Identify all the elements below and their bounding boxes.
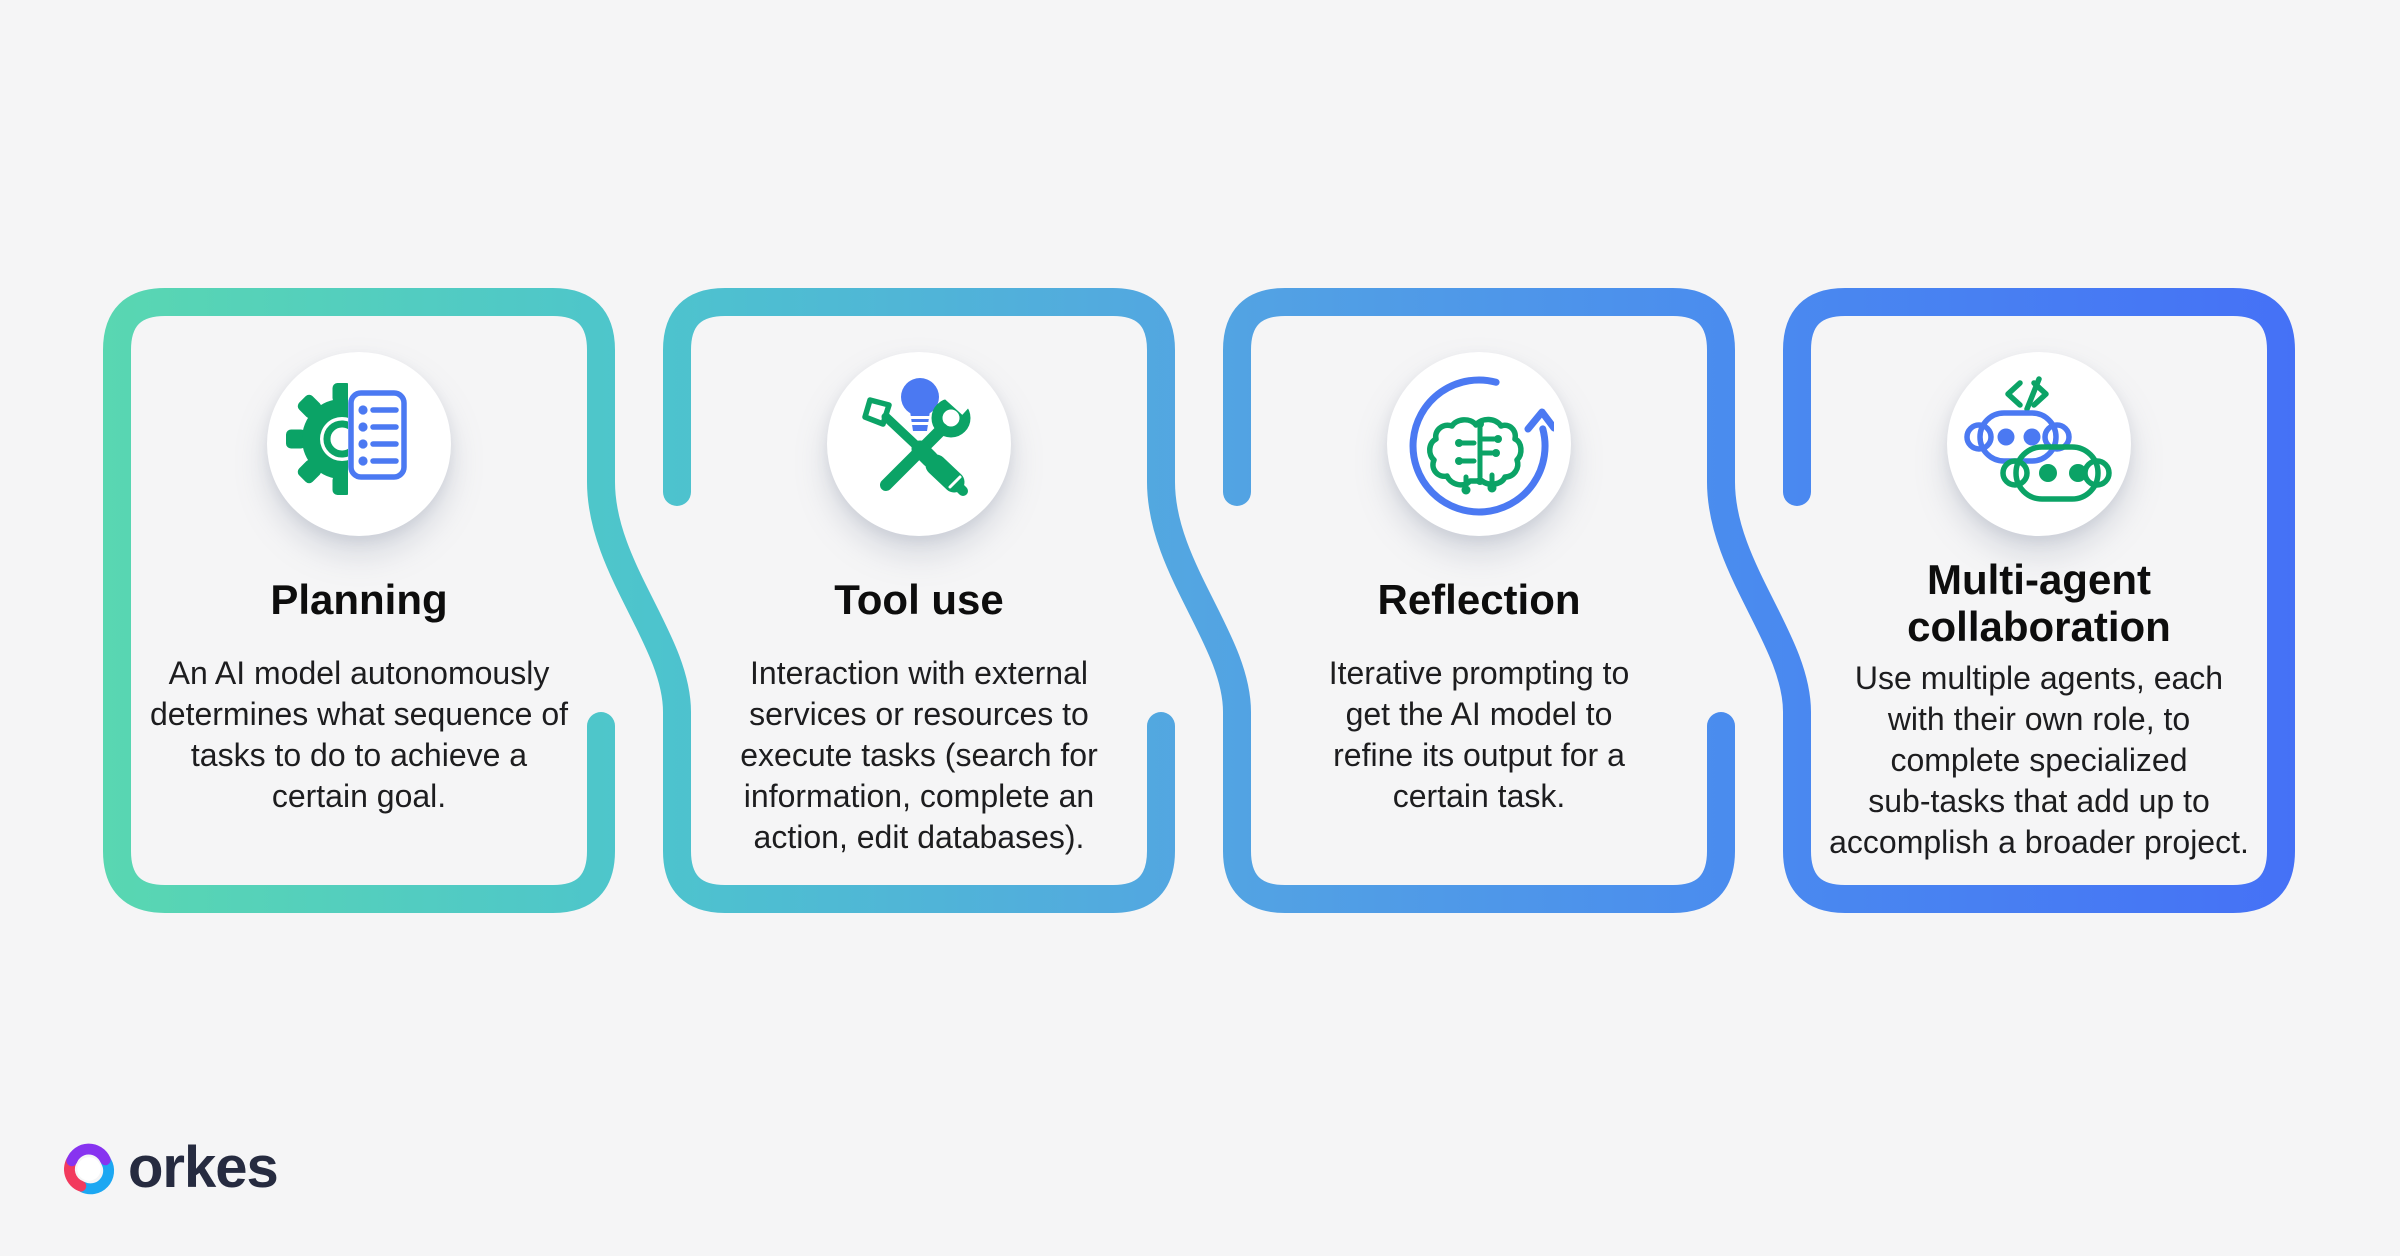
robot-blue: [1964, 410, 2072, 464]
card-planning: Planning An AI model autonomously determ…: [119, 316, 599, 817]
planning-icon-circle: [267, 352, 451, 536]
card-description: Interaction with external services or re…: [740, 655, 1098, 855]
link-outline-1: [103, 288, 1175, 913]
tool-use-icon-circle: [827, 352, 1011, 536]
code-symbol: [2005, 376, 2049, 412]
card-title: Tool use: [834, 576, 1004, 623]
link-outline-3: [1223, 288, 2295, 913]
orkes-logo: orkes: [60, 1135, 279, 1200]
circuit-brain: [1427, 416, 1524, 495]
card-description: An AI model autonomously determines what…: [149, 655, 569, 814]
card-title: Planning: [270, 576, 448, 623]
gear: [286, 379, 406, 499]
wrench: [880, 381, 978, 491]
robot-agents-icon: [1964, 376, 2112, 502]
checklist-panel: [348, 390, 407, 480]
orkes-logo-mark: [64, 1143, 115, 1195]
robot-green: [2000, 444, 2112, 502]
lightbulb: [901, 378, 939, 431]
card-title: Multi-agent collaboration: [1907, 556, 2171, 650]
lightbulb-tools-icon: [862, 378, 978, 496]
card-reflection: Reflection Iterative prompting to get th…: [1239, 316, 1719, 817]
link-outline-2: [663, 288, 1735, 913]
gear-checklist-icon: [286, 379, 407, 499]
card-title: Reflection: [1377, 576, 1581, 623]
multi-agent-icon-circle: [1947, 352, 2131, 536]
card-tool-use: Tool use Interaction with external servi…: [679, 316, 1159, 858]
card-multi-agent-collaboration: Multi-agent collaboration Use multiple a…: [1799, 316, 2279, 863]
card-description: Iterative prompting to get the AI model …: [1328, 655, 1630, 814]
screwdriver: [862, 397, 968, 496]
circuit-brain-loop-icon: [1409, 376, 1554, 516]
reflection-icon-circle: [1387, 352, 1571, 536]
refresh-arrow: [1409, 376, 1554, 516]
orkes-logo-text: orkes: [128, 1135, 279, 1200]
card-description: Use multiple agents, each with their own…: [1829, 660, 2249, 860]
